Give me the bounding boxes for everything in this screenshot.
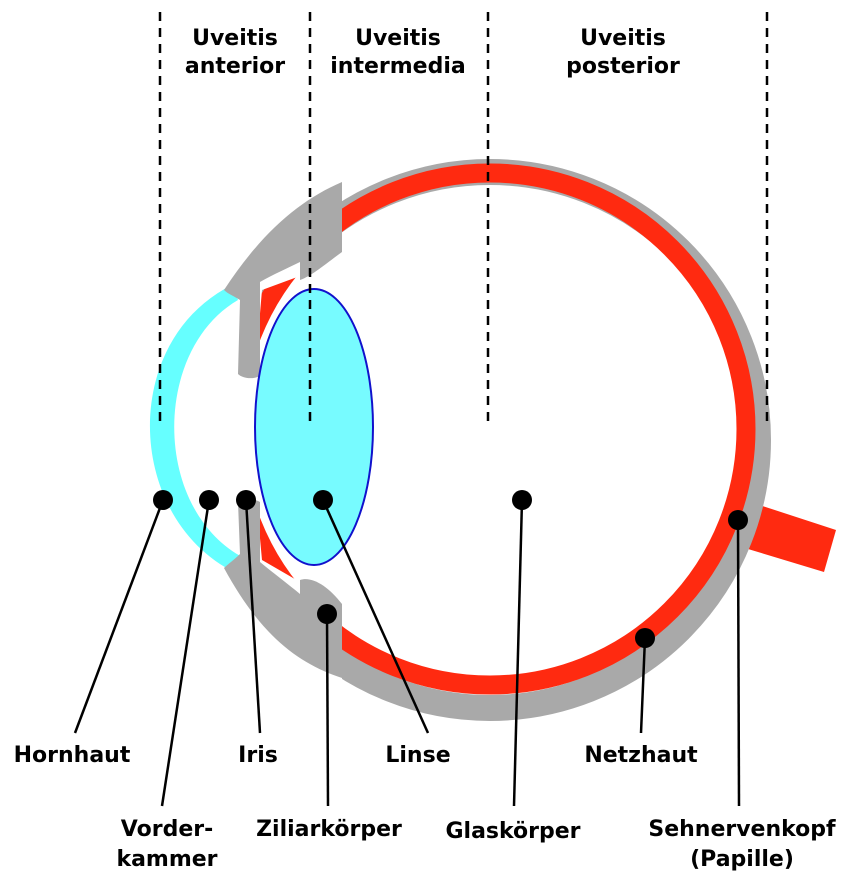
dot-netzhaut [635, 628, 655, 648]
label-ziliarkoerper: Ziliarkörper [256, 817, 402, 842]
zone-title-posterior-line1: Uveitis [580, 26, 666, 51]
label-sehnervenkopf-line1: Sehnervenkopf [648, 817, 836, 842]
label-netzhaut: Netzhaut [584, 743, 698, 768]
dot-glaskoerper [512, 490, 532, 510]
dot-ziliarkoerper [317, 604, 337, 624]
leader-iris [244, 499, 262, 734]
label-sehnervenkopf-line2: (Papille) [690, 847, 794, 872]
dot-linse [313, 490, 333, 510]
zone-title-intermedia-line2: intermedia [330, 54, 465, 79]
upper-ciliary-body [224, 182, 342, 379]
cornea [149, 285, 244, 573]
label-hornhaut: Hornhaut [14, 743, 131, 768]
optic-nerve [738, 498, 836, 572]
leader-netzhaut [639, 637, 647, 734]
leader-ziliarkoerper [325, 613, 330, 807]
label-vorderkammer-line1: Vorder- [121, 817, 213, 842]
dot-hornhaut [153, 490, 173, 510]
label-vorderkammer-line2: kammer [116, 847, 217, 872]
zone-title-intermedia-line1: Uveitis [355, 26, 441, 51]
leader-sehnervenkopf [736, 519, 741, 807]
dot-vorderkammer [199, 490, 219, 510]
leader-glaskoerper [512, 499, 524, 807]
leader-vorderkammer [160, 499, 211, 807]
leader-hornhaut [73, 499, 165, 734]
zone-title-anterior-line1: Uveitis [192, 26, 278, 51]
label-glaskoerper: Glaskörper [445, 819, 580, 844]
zone-title-anterior-line2: anterior [185, 54, 285, 79]
lens [254, 288, 374, 566]
leader-linse [321, 499, 430, 734]
anterior-segment-cutout [145, 130, 342, 730]
dot-sehnervenkopf [728, 510, 748, 530]
label-iris: Iris [238, 743, 278, 768]
dot-iris [236, 490, 256, 510]
zone-title-posterior-line2: posterior [566, 54, 680, 79]
label-linse: Linse [385, 743, 450, 768]
lower-ciliary-body [224, 499, 342, 678]
